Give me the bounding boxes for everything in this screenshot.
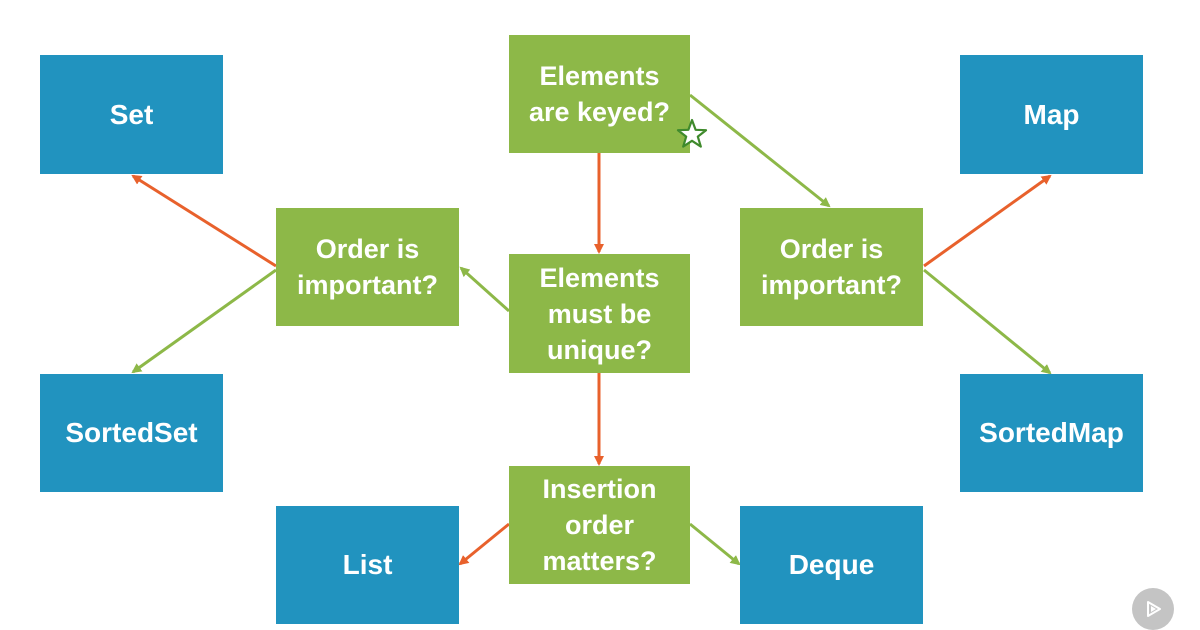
decision-insertion-order-label: Insertion order matters? <box>542 474 657 576</box>
result-sortedmap: SortedMap <box>960 374 1143 492</box>
decision-order-important-right-label: Order is important? <box>761 234 902 300</box>
result-map-label: Map <box>1023 98 1080 130</box>
result-sortedmap-label: SortedMap <box>979 417 1124 448</box>
play-icon <box>1147 601 1161 617</box>
decision-insertion-order: Insertion order matters? <box>509 466 690 584</box>
result-list-label: List <box>342 549 393 580</box>
edge-unique-to-order-left <box>459 266 511 313</box>
result-list: List <box>276 506 459 624</box>
result-sortedset-label: SortedSet <box>65 417 198 448</box>
result-set: Set <box>40 55 223 174</box>
edge-order-right-to-sortedmap <box>923 268 1052 375</box>
result-deque: Deque <box>740 506 923 624</box>
decision-order-important-left: Order is important? <box>276 208 459 326</box>
edge-order-left-to-set <box>131 174 277 268</box>
play-button[interactable] <box>1132 588 1174 630</box>
edge-order-right-to-map <box>923 174 1052 268</box>
decision-elements-unique: Elements must be unique? <box>509 254 690 373</box>
result-set-label: Set <box>109 98 154 130</box>
edge-insertion-to-deque <box>689 522 741 566</box>
decision-elements-keyed: Elements are keyed? <box>509 35 690 153</box>
result-sortedset: SortedSet <box>40 374 223 492</box>
result-deque-label: Deque <box>788 549 875 580</box>
decision-order-important-right: Order is important? <box>740 208 923 326</box>
decision-order-important-left-label: Order is important? <box>297 234 438 300</box>
decision-elements-unique-label: Elements must be unique? <box>539 262 660 365</box>
star-icon[interactable] <box>676 118 708 150</box>
edge-order-left-to-sortedset <box>131 268 277 374</box>
edge-insertion-to-list <box>458 522 510 566</box>
edge-keyed-to-order-right <box>689 93 831 208</box>
result-map: Map <box>960 55 1143 174</box>
decision-elements-keyed-label: Elements are keyed? <box>528 61 671 127</box>
